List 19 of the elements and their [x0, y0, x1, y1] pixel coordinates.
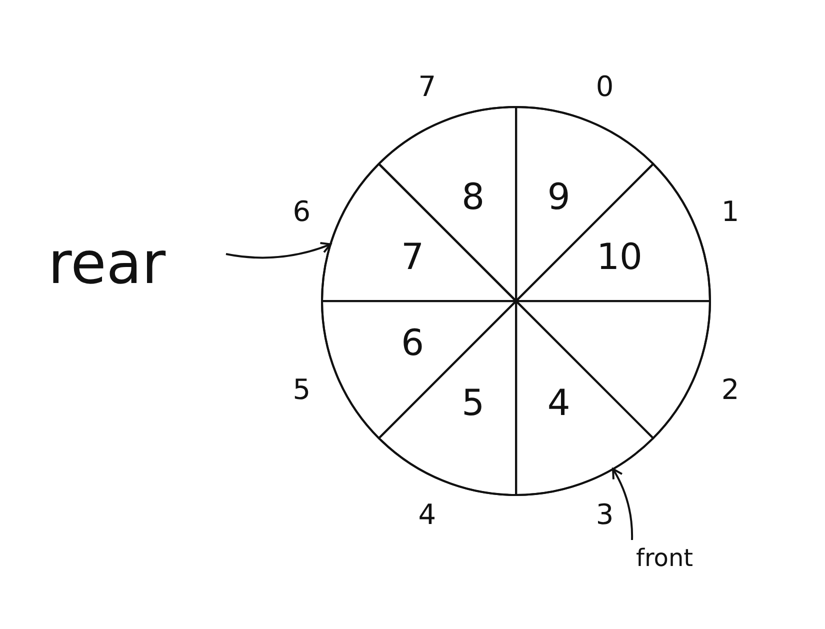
index-number: 5	[292, 376, 311, 404]
queue-value: 10	[596, 240, 642, 276]
index-number: 4	[418, 501, 436, 530]
pointer-label: front	[636, 545, 694, 572]
index-number: 0	[596, 72, 614, 101]
index-number: 3	[596, 501, 614, 530]
index-number: 2	[721, 376, 740, 404]
arrow	[612, 468, 634, 540]
index-number: 7	[418, 72, 436, 101]
queue-value: 9	[547, 180, 570, 216]
pointer-label: rear	[48, 232, 166, 296]
queue-value: 7	[401, 240, 424, 276]
index-number: 6	[292, 198, 311, 226]
index-number: 1	[721, 198, 740, 226]
queue-value: 6	[401, 326, 424, 362]
arrow	[226, 242, 332, 259]
queue-value: 8	[462, 180, 485, 216]
queue-value: 5	[462, 386, 485, 422]
queue-value: 4	[547, 386, 570, 422]
